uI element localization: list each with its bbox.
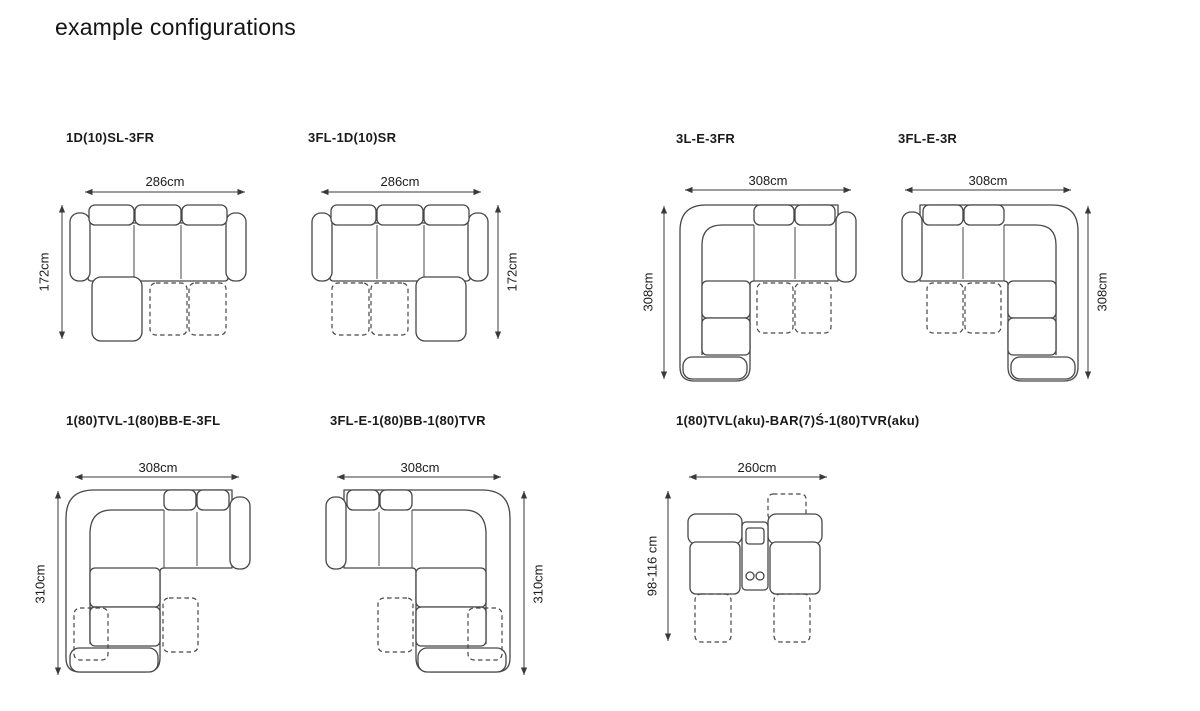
width-dimension-label: 260cm [737,460,777,475]
footrest-extended-dashed [149,282,227,336]
height-dimension-label: 308cm [1094,272,1110,312]
footrest-extended-dashed [331,282,409,336]
height-dimension-label: 172cm [36,252,52,292]
config-title: 1(80)TVL-1(80)BB-E-3FL [66,413,221,428]
width-dimension-arrow [905,186,1071,194]
sofa-diagram-corner-tv-left [65,489,251,673]
footrest-extended-dashed [756,282,832,334]
sofa-diagram-corner-right [901,204,1079,382]
footrest-extended-dashed [377,597,503,661]
width-dimension-label: 308cm [748,173,788,188]
config-title: 3FL-1D(10)SR [308,130,397,145]
config-title: 3FL-E-1(80)BB-1(80)TVR [330,413,486,428]
height-dimension-label: 308cm [640,272,656,312]
width-dimension-label: 286cm [145,174,185,189]
height-dimension-label: 172cm [504,252,520,292]
height-dimension-label: 310cm [530,564,546,604]
width-dimension-label: 286cm [380,174,420,189]
height-dimension-arrow [58,205,66,339]
bar-console [741,521,769,591]
width-dimension-arrow [337,473,501,481]
height-dimension-arrow [660,206,668,379]
sofa-diagram-chaise-left [69,204,247,342]
config-title: 3FL-E-3R [898,131,958,146]
height-dimension-arrow [664,491,672,641]
height-dimension-label: 310cm [32,564,48,604]
width-dimension-arrow [685,186,851,194]
config-title: 1D(10)SL-3FR [66,130,155,145]
sofa-diagram-corner-tv-right [325,489,511,673]
height-dimension-label: 98-116 cm [644,535,660,597]
height-dimension-arrow [1084,206,1092,379]
width-dimension-arrow [321,188,481,196]
page-title: example configurations [55,14,296,40]
height-dimension-arrow [494,205,502,339]
width-dimension-label: 308cm [400,460,440,475]
height-dimension-arrow [520,491,528,675]
height-dimension-arrow [54,491,62,675]
config-title: 1(80)TVL(aku)-BAR(7)Ś-1(80)TVR(aku) [676,413,920,428]
width-dimension-label: 308cm [968,173,1008,188]
width-dimension-arrow [85,188,245,196]
sofa-diagram-chaise-right [311,204,489,342]
sofa-diagram-corner-left [679,204,857,382]
footrest-extended-dashed [73,597,199,661]
width-dimension-arrow [689,473,827,481]
width-dimension-label: 308cm [138,460,178,475]
width-dimension-arrow [75,473,239,481]
footrest-extended-dashed [926,282,1002,334]
config-title: 3L-E-3FR [676,131,736,146]
footrest-extended-dashed [694,593,811,643]
sofa-diagram-recliner-bar [687,493,823,643]
